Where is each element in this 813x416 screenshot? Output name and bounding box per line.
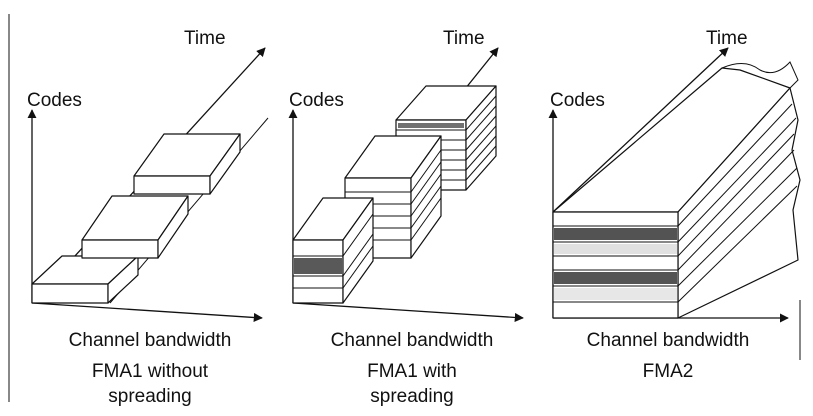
codes-label: Codes	[27, 90, 82, 111]
tdma-slot	[81, 195, 189, 259]
caption-line-1: FMA2	[643, 361, 694, 382]
time-label: Time	[706, 28, 748, 49]
panel-fma1-without-spreading: Codes Time Channel bandwidth FMA1 withou…	[27, 28, 269, 407]
bandwidth-label: Channel bandwidth	[587, 330, 750, 351]
bandwidth-axis	[292, 302, 524, 323]
caption-line-2: spreading	[108, 386, 191, 407]
panel-fma1-with-spreading: Codes Time Channel bandwidth FMA1 with s…	[288, 28, 524, 407]
bandwidth-label: Channel bandwidth	[69, 330, 232, 351]
codes-label: Codes	[289, 90, 344, 111]
code-stack	[292, 197, 374, 304]
time-label: Time	[443, 28, 485, 49]
codes-label: Codes	[550, 90, 605, 111]
tdma-slot	[31, 255, 139, 304]
caption-line-1: FMA1 without	[92, 361, 209, 382]
bandwidth-label: Channel bandwidth	[331, 330, 494, 351]
caption-line-2: spreading	[370, 386, 453, 407]
caption-line-1: FMA1 with	[367, 361, 457, 382]
panel-fma2: Codes Time Channel bandwidth FMA2	[548, 28, 801, 382]
tdma-slot	[133, 133, 241, 195]
time-label: Time	[184, 28, 226, 49]
time-axis	[552, 47, 729, 213]
torn-edge	[721, 61, 799, 89]
continuous-code-block	[552, 61, 801, 319]
bandwidth-axis	[31, 302, 263, 323]
